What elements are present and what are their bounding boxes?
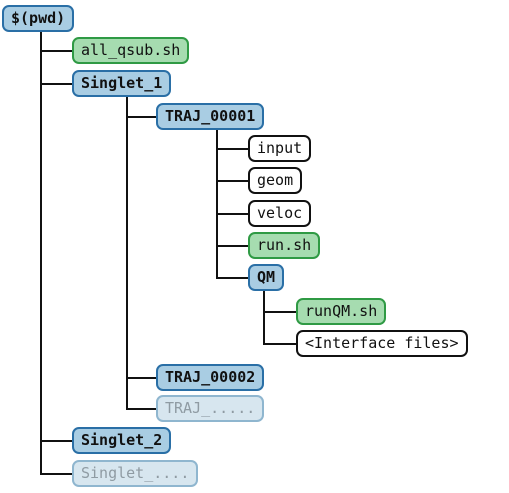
connector-traj00001 <box>126 116 156 118</box>
folder-traj-00001: TRAJ_00001 <box>156 103 265 130</box>
file-interface-files: <Interface files> <box>296 330 468 357</box>
file-input: input <box>248 135 312 162</box>
file-geom: geom <box>248 167 303 194</box>
folder-pwd: $(pwd) <box>2 5 75 32</box>
folder-singlet-2: Singlet_2 <box>72 427 172 454</box>
folder-traj-00002: TRAJ_00002 <box>156 364 265 391</box>
connector-singlet1-trunk <box>126 97 128 409</box>
connector-run <box>216 245 248 247</box>
connector-traj00002 <box>126 377 156 379</box>
file-runqm-sh: runQM.sh <box>296 298 387 325</box>
folder-qm: QM <box>248 264 285 291</box>
connector-traj-more <box>126 408 156 410</box>
folder-traj-more: TRAJ_..... <box>156 395 265 422</box>
connector-geom <box>216 180 248 182</box>
connector-all-qsub <box>40 50 72 52</box>
connector-root-trunk <box>40 31 42 474</box>
connector-veloc <box>216 213 248 215</box>
file-all-qsub-sh: all_qsub.sh <box>72 37 190 64</box>
connector-qm <box>216 277 248 279</box>
file-veloc: veloc <box>248 200 312 227</box>
connector-input <box>216 148 248 150</box>
folder-singlet-1: Singlet_1 <box>72 70 172 97</box>
connector-traj00001-trunk <box>216 130 218 278</box>
connector-singlet1 <box>40 83 72 85</box>
folder-singlet-more: Singlet_.... <box>72 460 199 487</box>
connector-singlet-more <box>40 473 72 475</box>
connector-qm-trunk <box>263 291 265 344</box>
connector-singlet2 <box>40 440 72 442</box>
file-run-sh: run.sh <box>248 232 321 259</box>
connector-runqm <box>263 311 296 313</box>
connector-iface <box>263 343 296 345</box>
